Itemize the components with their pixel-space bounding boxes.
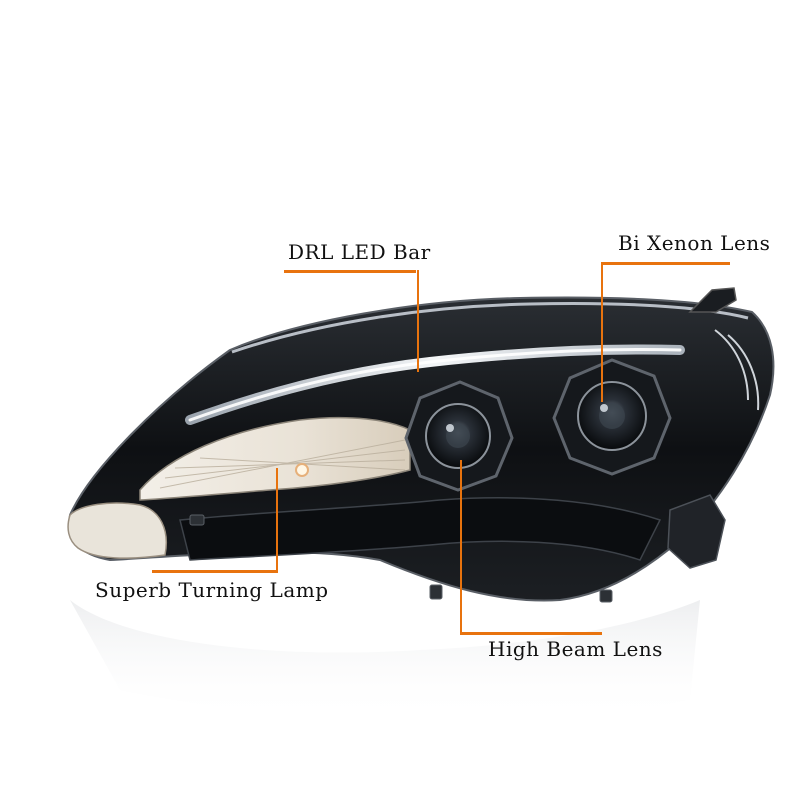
corner-lens (67, 502, 167, 559)
high-beam-lens-assembly (404, 380, 514, 492)
callout-underline-bixenon (602, 262, 730, 265)
callout-underline-turning (152, 570, 278, 573)
callout-leader-turning (276, 468, 278, 572)
callout-leader-bixenon (601, 262, 603, 402)
callout-label-bixenon: Bi Xenon Lens (618, 231, 771, 255)
callout-underline-highbeam (460, 632, 602, 635)
bi-xenon-lens-assembly (552, 358, 672, 476)
floor-reflection (70, 600, 700, 722)
callout-label-highbeam: High Beam Lens (488, 637, 663, 661)
rear-connector (667, 494, 726, 569)
turning-lamp-hotspot (295, 463, 309, 477)
mounting-tab (688, 287, 737, 313)
callout-leader-highbeam (460, 460, 462, 634)
chrome-trim (231, 302, 749, 354)
lower-reflector (179, 497, 662, 561)
callout-label-drl: DRL LED Bar (288, 240, 431, 264)
side-chrome-fins (714, 329, 760, 411)
callout-label-turning: Superb Turning Lamp (95, 578, 329, 602)
callout-leader-drl (417, 270, 419, 372)
mounting-pegs (189, 514, 613, 603)
drl-light-bar-glow (188, 348, 682, 422)
callout-underline-drl (284, 270, 416, 273)
